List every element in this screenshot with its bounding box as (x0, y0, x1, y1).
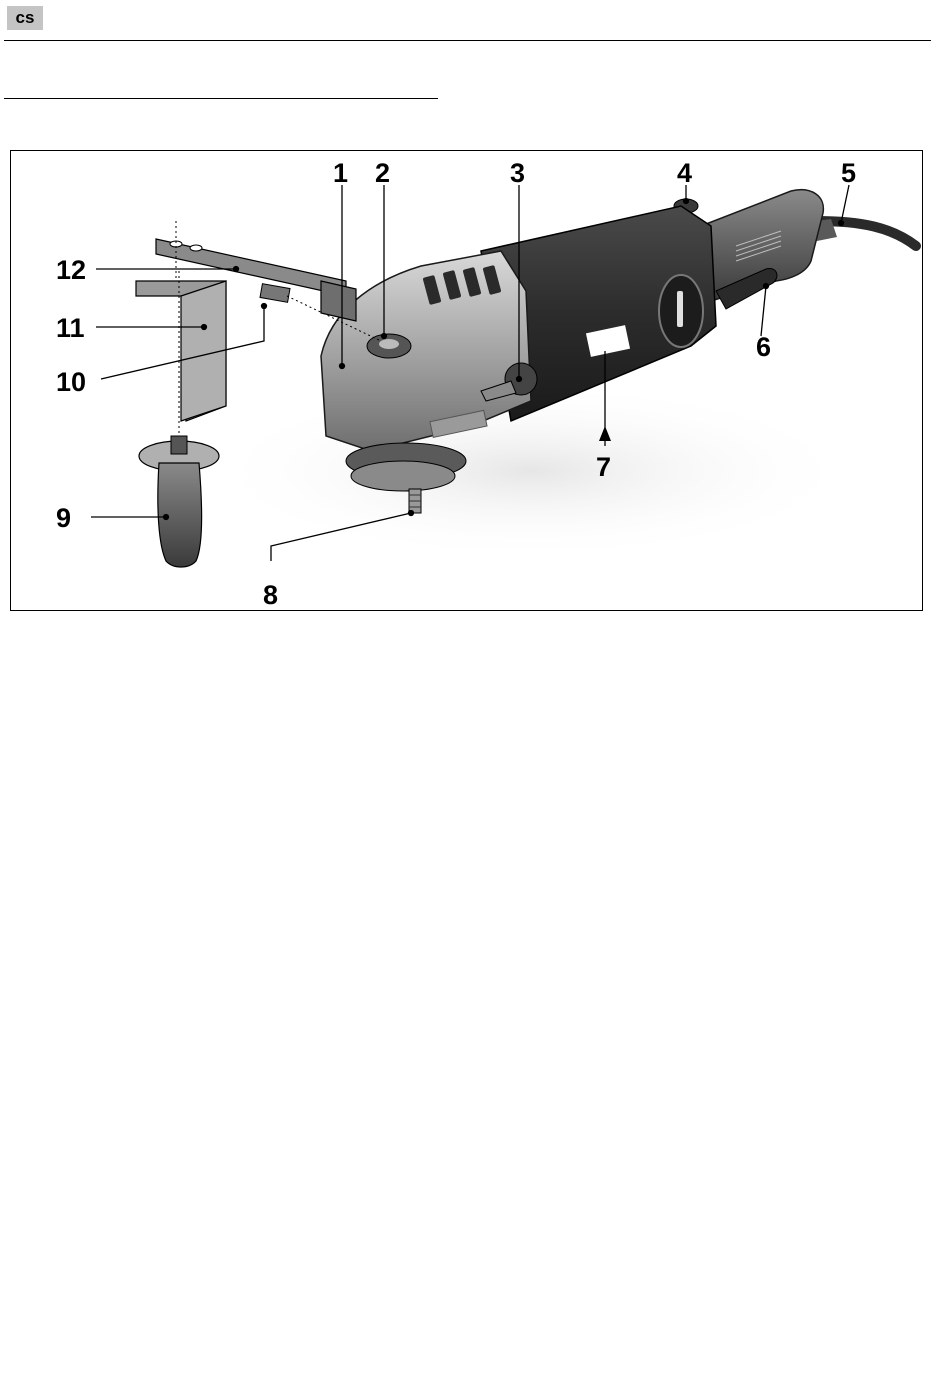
callout-number-4: 4 (677, 158, 692, 188)
angle-grinder-illustration: 1 2 3 4 5 6 7 8 9 10 11 12 (11, 151, 924, 612)
speed-dial-marker (677, 291, 683, 327)
backing-pad (351, 461, 455, 491)
angle-grinder-figure: 1 2 3 4 5 6 7 8 9 10 11 12 (10, 150, 923, 611)
spindle-lock-cap (379, 339, 399, 349)
side-handle-thread (171, 436, 187, 454)
callout-number-6: 6 (756, 332, 771, 362)
callout-number-11: 11 (56, 313, 85, 343)
mounting-screw (260, 284, 290, 303)
callout-number-1: 1 (333, 158, 348, 188)
callout-number-10: 10 (56, 367, 86, 397)
section-divider (4, 98, 438, 99)
header-divider (4, 40, 931, 41)
callout-number-7: 7 (596, 452, 611, 482)
callout-number-2: 2 (375, 158, 390, 188)
bracket-end (321, 281, 356, 321)
callout-number-3: 3 (510, 158, 525, 188)
callout-number-9: 9 (56, 503, 71, 533)
callout-number-8: 8 (263, 580, 278, 610)
callout-number-5: 5 (841, 158, 856, 188)
language-badge: cs (7, 6, 43, 30)
callout-number-12: 12 (56, 255, 86, 285)
bracket-hole-2 (190, 245, 202, 251)
